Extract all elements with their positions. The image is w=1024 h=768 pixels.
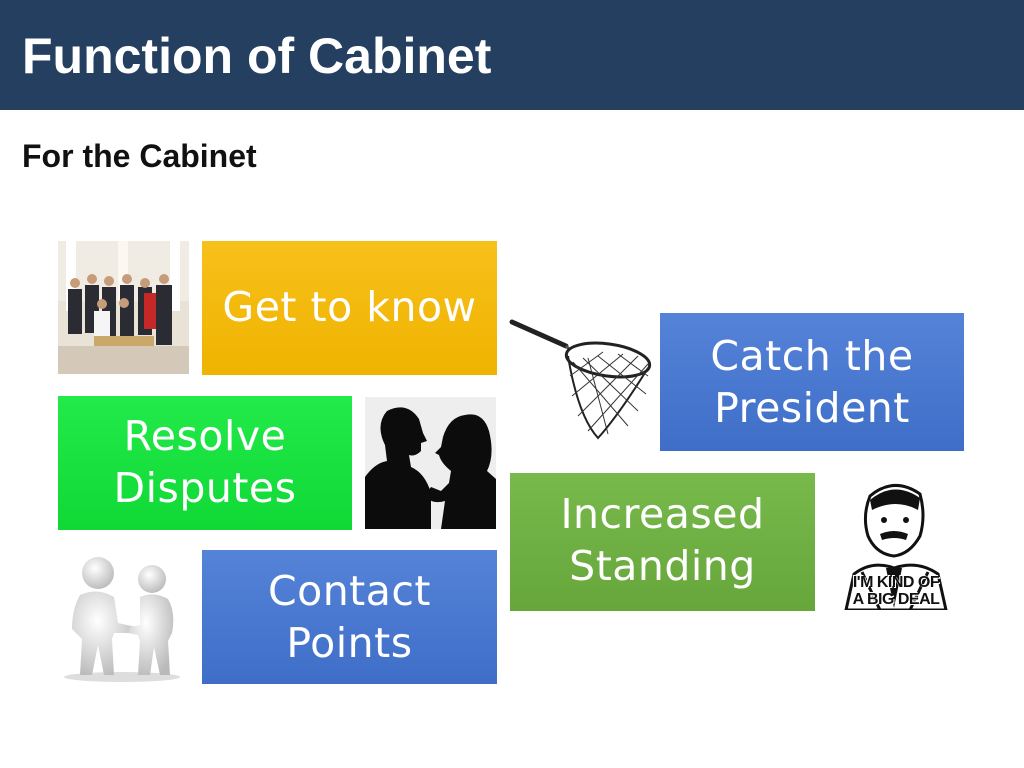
big-deal-meme-image: [836, 476, 954, 610]
title-bar: Function of Cabinet: [0, 0, 1024, 110]
resolve-disputes-line-2: Disputes: [113, 464, 297, 512]
cabinet-group-photo: [58, 241, 189, 374]
resolve-disputes-box: Resolve Disputes: [58, 396, 352, 530]
big-deal-caption: I'M KIND OF A BIG DEAL: [838, 574, 954, 608]
resolve-disputes-line-1: Resolve: [123, 412, 287, 460]
contact-points-line-1: Contact: [267, 567, 431, 615]
increased-standing-line-2: Standing: [569, 542, 756, 590]
handshake-figures-image: [64, 557, 180, 682]
slide-title: Function of Cabinet: [22, 28, 492, 84]
catch-the-president-box: Catch the President: [660, 313, 964, 451]
big-deal-caption-line-1: I'M KIND OF: [852, 574, 940, 591]
increased-standing-line-1: Increased: [560, 490, 765, 538]
get-to-know-label: Get to know: [222, 283, 477, 331]
catch-president-line-1: Catch the: [710, 332, 914, 380]
increased-standing-box: Increased Standing: [510, 473, 815, 611]
catch-president-line-2: President: [714, 384, 910, 432]
contact-points-line-2: Points: [286, 619, 413, 667]
arguing-silhouettes-image: [365, 397, 496, 529]
big-deal-caption-line-2: A BIG DEAL: [852, 591, 940, 608]
butterfly-net-icon: [509, 319, 652, 440]
get-to-know-box: Get to know: [202, 241, 497, 375]
slide-subtitle: For the Cabinet: [22, 138, 257, 174]
contact-points-box: Contact Points: [202, 550, 497, 684]
